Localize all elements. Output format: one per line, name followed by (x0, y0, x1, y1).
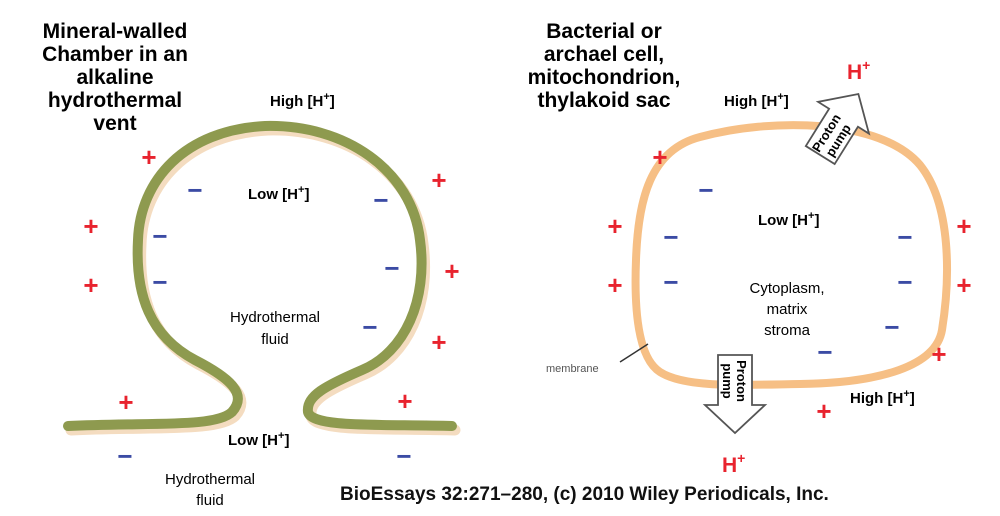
right-title-line: thylakoid sac (537, 89, 670, 112)
proton-pump-bottom: Proton pump (702, 354, 768, 435)
minus-charge: − (663, 222, 678, 252)
plus-charge: + (431, 327, 446, 357)
plus-charge: + (607, 211, 622, 241)
right-title-line: archael cell, (544, 43, 664, 66)
left-high-label: High [H+] (270, 91, 335, 110)
minus-charge: − (362, 312, 377, 342)
right-low-label: Low [H+] (758, 210, 819, 229)
left-title-line: Mineral-walled (43, 20, 188, 43)
left-plus-charges: + + + + + + + + (83, 142, 459, 417)
plus-charge: + (444, 256, 459, 286)
right-panel: Bacterial or archael cell, mitochondrion… (528, 20, 972, 477)
plus-charge: + (816, 396, 831, 426)
proton-pump-bottom-label: Proton (734, 360, 749, 402)
minus-charge: − (817, 337, 832, 367)
right-minus-charges: − − − − − − − (663, 175, 912, 367)
proton-pump-bottom-arrow (702, 354, 768, 435)
plus-charge: + (141, 142, 156, 172)
left-fluid-inner-label: fluid (261, 331, 289, 348)
right-high-bottom-label: High [H+] (850, 388, 915, 407)
left-title-line: alkaline (76, 66, 153, 89)
left-fluid-bottom-label: fluid (196, 492, 224, 509)
minus-charge: − (117, 441, 132, 471)
plus-charge: + (431, 165, 446, 195)
minus-charge: − (384, 253, 399, 283)
minus-charge: − (897, 267, 912, 297)
left-fluid-bottom-label: Hydrothermal (165, 471, 255, 488)
plus-charge: + (956, 211, 971, 241)
proton-pump-top-arrow (804, 92, 871, 166)
chamber-wall (63, 120, 457, 431)
right-title-line: Bacterial or (546, 20, 662, 43)
cytoplasm-label: stroma (764, 322, 811, 339)
left-minus-charges: − − − − − − − − (117, 175, 411, 471)
h-plus-bottom: H+ (722, 450, 745, 477)
minus-charge: − (152, 267, 167, 297)
left-title-line: hydrothermal (48, 89, 182, 112)
minus-charge: − (152, 221, 167, 251)
left-title-line: vent (93, 112, 136, 135)
minus-charge: − (884, 312, 899, 342)
plus-charge: + (83, 211, 98, 241)
left-panel: Mineral-walled Chamber in an alkaline hy… (42, 20, 461, 509)
left-low-inner-label: Low [H+] (248, 184, 309, 203)
minus-charge: − (373, 185, 388, 215)
right-title: Bacterial or archael cell, mitochondrion… (528, 20, 681, 112)
credit-line: BioEssays 32:271–280, (c) 2010 Wiley Per… (340, 484, 829, 505)
h-plus-top: H+ (847, 57, 870, 84)
minus-charge: − (663, 267, 678, 297)
minus-charge: − (187, 175, 202, 205)
cytoplasm-label: Cytoplasm, (749, 280, 824, 297)
plus-charge: + (956, 270, 971, 300)
minus-charge: − (396, 441, 411, 471)
right-high-top-label: High [H+] (724, 91, 789, 110)
right-plus-charges: + + + + + + + (607, 142, 971, 426)
plus-charge: + (118, 387, 133, 417)
membrane-label: membrane (546, 363, 599, 375)
plus-charge: + (397, 386, 412, 416)
cytoplasm-label: matrix (767, 301, 808, 318)
left-low-bottom-label: Low [H+] (228, 430, 289, 449)
minus-charge: − (897, 222, 912, 252)
membrane-pointer (619, 343, 649, 363)
plus-charge: + (931, 339, 946, 369)
minus-charge: − (698, 175, 713, 205)
proton-pump-bottom-label: pump (720, 363, 735, 398)
left-title: Mineral-walled Chamber in an alkaline hy… (42, 20, 188, 135)
plus-charge: + (652, 142, 667, 172)
cell-membrane (631, 121, 951, 389)
plus-charge: + (607, 270, 622, 300)
right-title-line: mitochondrion, (528, 66, 681, 89)
left-fluid-inner-label: Hydrothermal (230, 309, 320, 326)
left-title-line: Chamber in an (42, 43, 188, 66)
plus-charge: + (83, 270, 98, 300)
